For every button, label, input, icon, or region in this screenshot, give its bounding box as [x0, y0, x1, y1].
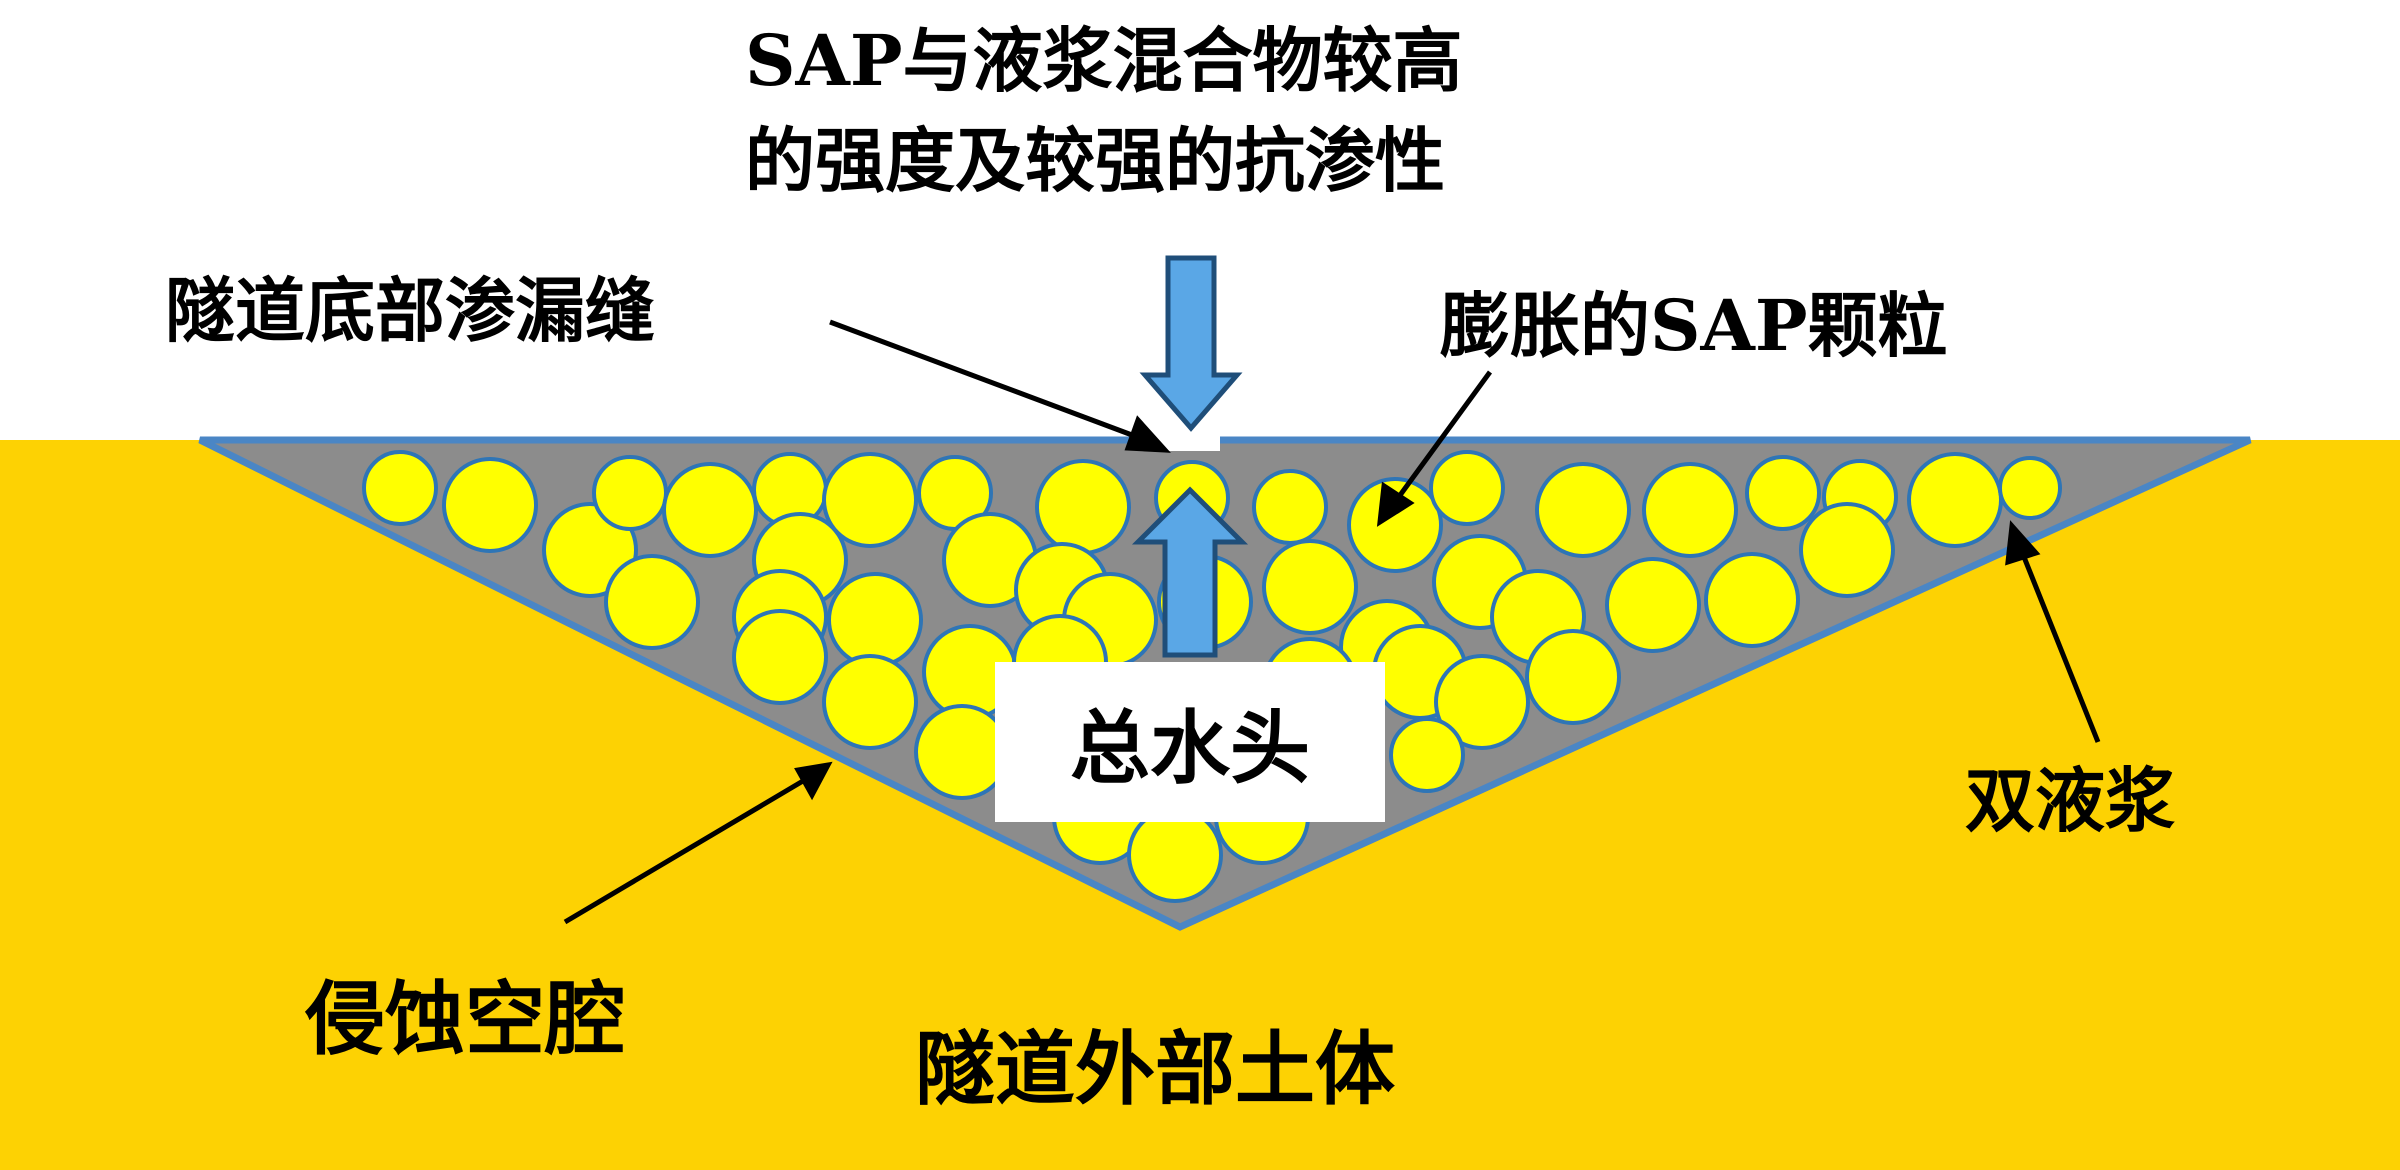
sap-particle [1434, 654, 1530, 750]
grout-arrow [2019, 551, 2101, 743]
sap-particle [1429, 450, 1505, 526]
sap-particle [1252, 469, 1328, 545]
title-line-1: SAP与液浆混合物较高 [745, 19, 1463, 102]
sap-particle [827, 572, 923, 668]
sap-particle [822, 654, 918, 750]
sap-particle [1907, 452, 2003, 548]
leak-crack-arrowhead [1124, 415, 1171, 453]
cavity-arrow [563, 775, 810, 925]
sap-particle [592, 455, 668, 531]
sap-particle-arrowhead [1376, 481, 1415, 527]
leak-crack-arrow [829, 319, 1141, 441]
up-arrow-icon [1131, 486, 1249, 658]
total-head-label: 总水头 [1070, 701, 1310, 795]
sap-particle [1704, 552, 1800, 648]
sap-particle [442, 457, 538, 553]
leak-crack-gap [1155, 424, 1220, 451]
sap-particle [1998, 456, 2062, 520]
leak-crack-label: 隧道底部渗漏缝 [165, 269, 655, 352]
sap-particle [362, 450, 438, 526]
sap-particle [1127, 807, 1223, 903]
erosion-cavity-label: 侵蚀空腔 [305, 972, 625, 1066]
cavity-arrowhead [794, 761, 833, 801]
total-head-box: 总水头 [995, 662, 1385, 822]
sap-particle [1389, 717, 1465, 793]
sap-particle [1642, 462, 1738, 558]
sap-particle [1535, 462, 1631, 558]
sap-particle [542, 502, 638, 598]
pointer-arrows [563, 319, 2101, 925]
sap-particle [1605, 557, 1701, 653]
sap-particle [1525, 629, 1621, 725]
sap-particle [1799, 502, 1895, 598]
title-line-2: 的强度及较强的抗渗性 [745, 119, 1445, 202]
sap-particle [662, 462, 758, 558]
swollen-sap-label: 膨胀的SAP颗粒 [1440, 284, 1948, 367]
sap-particle [1745, 455, 1821, 531]
sap-particle [732, 609, 828, 705]
double-grout-label: 双液浆 [1965, 759, 2175, 842]
grout-arrowhead [2005, 520, 2041, 566]
sap-particle [1035, 459, 1131, 555]
sap-particle [604, 554, 700, 650]
down-arrow-icon [1139, 255, 1243, 432]
sap-particle [822, 452, 918, 548]
sap-particle [1347, 477, 1443, 573]
outer-soil-label: 隧道外部土体 [915, 1022, 1395, 1116]
sap-particle-arrow [1395, 370, 1493, 500]
sap-particle [1262, 539, 1358, 635]
